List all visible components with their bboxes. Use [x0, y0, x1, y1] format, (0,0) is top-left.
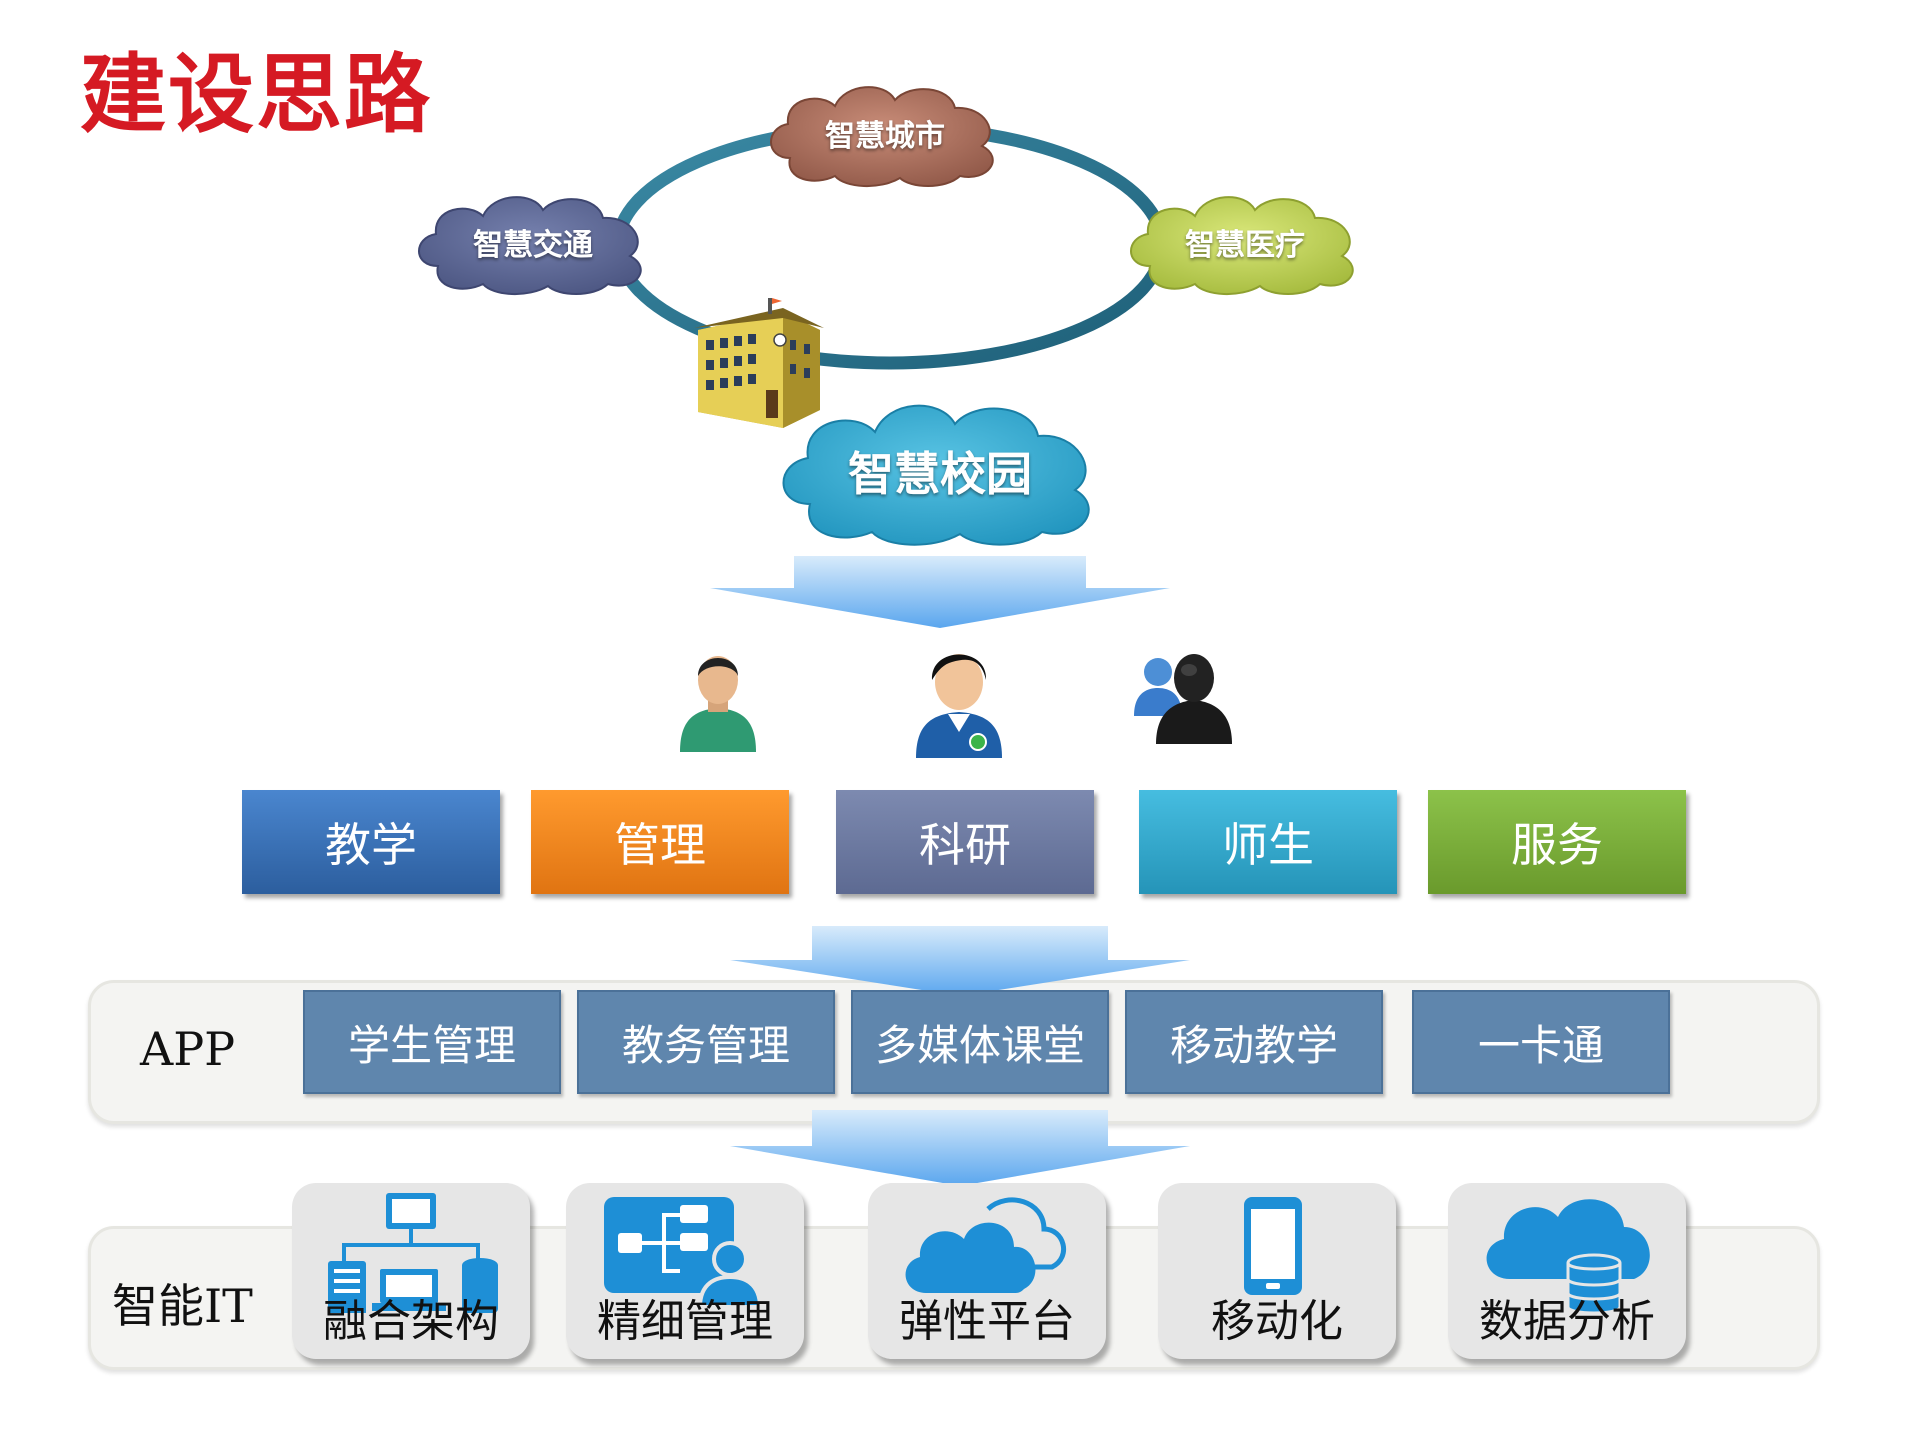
mobile-phone-icon	[1244, 1197, 1302, 1295]
app-mobile-teaching[interactable]: 移动教学	[1125, 990, 1383, 1094]
tile-mobility[interactable]: 移动化	[1158, 1183, 1396, 1359]
app-row-label: APP	[140, 1022, 236, 1076]
down-arrow	[730, 926, 1190, 996]
cloud-smart-traffic: 智慧交通	[408, 188, 658, 296]
school-building-icon	[694, 298, 824, 428]
down-arrow	[710, 556, 1170, 628]
category-research[interactable]: 科研	[836, 790, 1094, 894]
app-student-management[interactable]: 学生管理	[303, 990, 561, 1094]
page-title: 建设思路	[80, 45, 432, 145]
smart-traffic-label: 智慧交通	[473, 228, 593, 263]
tile-elastic-platform-label: 弹性平台	[899, 1296, 1075, 1347]
category-service[interactable]: 服务	[1428, 790, 1686, 894]
app-campus-card[interactable]: 一卡通	[1412, 990, 1670, 1094]
tile-mobility-label: 移动化	[1211, 1296, 1343, 1347]
person-icon	[680, 656, 756, 752]
tile-converged-architecture[interactable]: 融合架构	[292, 1183, 530, 1359]
user-avatar-icon	[916, 654, 1002, 758]
cloud-database-icon	[1486, 1199, 1650, 1313]
smart-medical-label: 智慧医疗	[1185, 228, 1305, 263]
tile-refined-management-label: 精细管理	[597, 1296, 773, 1347]
cloud-smart-city: 智慧城市	[760, 78, 1010, 188]
tile-data-analysis[interactable]: 数据分析	[1448, 1183, 1686, 1359]
network-architecture-icon	[328, 1193, 498, 1313]
smart-city-label: 智慧城市	[825, 119, 945, 154]
tile-refined-management[interactable]: 精细管理	[566, 1183, 804, 1359]
org-chart-icon	[604, 1197, 763, 1309]
smart-it-row-label: 智能IT	[112, 1279, 253, 1333]
app-academic-affairs[interactable]: 教务管理	[577, 990, 835, 1094]
cloud-smart-campus: 智慧校园	[770, 392, 1110, 550]
tile-converged-architecture-label: 融合架构	[323, 1296, 499, 1347]
app-multimedia-classroom[interactable]: 多媒体课堂	[851, 990, 1109, 1094]
category-management[interactable]: 管理	[531, 790, 789, 894]
tile-data-analysis-label: 数据分析	[1479, 1296, 1655, 1347]
cloud-icon	[905, 1197, 1066, 1293]
user-group-icon	[1134, 654, 1232, 744]
cloud-smart-medical: 智慧医疗	[1120, 188, 1370, 296]
smart-campus-label: 智慧校园	[848, 447, 1032, 501]
category-teaching[interactable]: 教学	[242, 790, 500, 894]
tile-elastic-platform[interactable]: 弹性平台	[868, 1183, 1106, 1359]
down-arrow	[730, 1110, 1190, 1186]
category-teachers-students[interactable]: 师生	[1139, 790, 1397, 894]
